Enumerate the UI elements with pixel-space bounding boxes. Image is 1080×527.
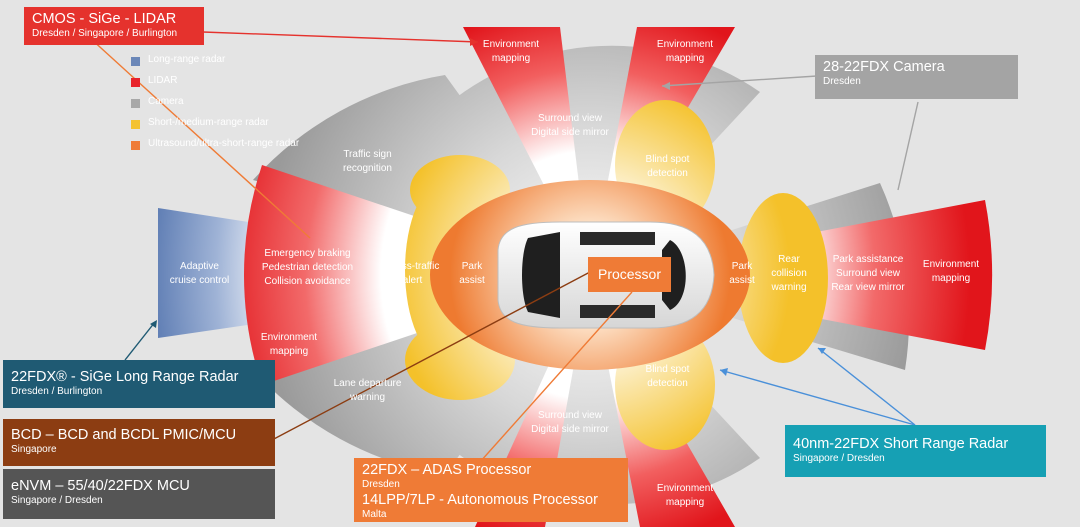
legend-swatch [131, 141, 140, 150]
callout-camera: 28-22FDX Camera Dresden [815, 55, 1018, 99]
zone-surround-bottom: Surround view Digital side mirror [531, 410, 609, 435]
zone-lane-departure: Lane departure warning [333, 378, 402, 403]
zone-park-assist-front: Park assist [459, 261, 485, 286]
zone-adaptive-cruise: Adaptive cruise control [169, 261, 230, 286]
legend-swatch [131, 120, 140, 129]
zone-env-top-right: Environment mapping [656, 39, 714, 64]
zone-surround-top: Surround view Digital side mirror [531, 113, 609, 138]
callout-title: CMOS - SiGe - LIDAR [32, 11, 177, 27]
zone-blind-spot-bottom: Blind spot detection [645, 364, 690, 389]
callout-title-2: 14LPP/7LP - Autonomous Processor [362, 492, 598, 508]
callout-title: 22FDX® - SiGe Long Range Radar [11, 369, 239, 385]
callout-subtitle: Singapore / Dresden [793, 453, 885, 464]
zone-rear-collision: Rear collision warning [771, 254, 807, 293]
zone-front-lidar: Emergency braking Pedestrian detection C… [261, 248, 354, 287]
callout-bcd-pmic: BCD – BCD and BCDL PMIC/MCU Singapore [3, 419, 275, 466]
callout-arrows [89, 31, 919, 463]
zone-blind-spot-top: Blind spot detection [645, 154, 690, 179]
zone-env-bottom: Environment mapping [656, 483, 714, 508]
legend-swatch [131, 78, 140, 87]
callout-envm-mcu: eNVM – 55/40/22FDX MCU Singapore / Dresd… [3, 469, 275, 519]
callout-adas-processor: 22FDX – ADAS Processor Dresden 14LPP/7LP… [354, 458, 628, 522]
zone-cross-traffic: Cross-traffic alert [385, 261, 440, 286]
callout-subtitle: Dresden [823, 76, 861, 87]
legend-label: LIDAR [148, 75, 178, 86]
callout-title: 28-22FDX Camera [823, 59, 945, 75]
legend-label: Long-range radar [148, 54, 226, 65]
legend-swatch [131, 57, 140, 66]
callout-subtitle: Dresden / Burlington [11, 386, 103, 397]
callout-title: 40nm-22FDX Short Range Radar [793, 436, 1009, 452]
callout-subtitle: Dresden [362, 479, 400, 490]
legend-swatch [131, 99, 140, 108]
callout-cmos-lidar: CMOS - SiGe - LIDAR Dresden / Singapore … [24, 7, 204, 45]
callout-title: BCD – BCD and BCDL PMIC/MCU [11, 427, 237, 443]
callout-subtitle: Singapore [11, 444, 57, 455]
callout-short-range-radar: 40nm-22FDX Short Range Radar Singapore /… [785, 425, 1046, 477]
legend-label: Ultrasound/ultra-short-range radar [148, 138, 300, 149]
callout-subtitle: Singapore / Dresden [11, 495, 103, 506]
zone-park-assist-rear: Park assist [729, 261, 755, 286]
zone-env-top-left: Environment mapping [482, 39, 540, 64]
zone-traffic-sign: Traffic sign recognition [343, 149, 392, 174]
callout-subtitle-2: Malta [362, 509, 387, 520]
zone-rear-camera: Park assistance Surround view Rear view … [831, 254, 905, 293]
processor-label: Processor [588, 257, 671, 292]
callout-title: 22FDX – ADAS Processor [362, 462, 532, 478]
legend-label: Camera [148, 96, 184, 107]
callout-fdx-long-range-radar: 22FDX® - SiGe Long Range Radar Dresden /… [3, 360, 275, 408]
legend-label: Short-/medium-range radar [148, 117, 269, 128]
callout-subtitle: Dresden / Singapore / Burlington [32, 28, 178, 39]
callout-title: eNVM – 55/40/22FDX MCU [11, 478, 190, 494]
zone-env-left: Environment mapping [260, 332, 318, 357]
zone-env-right: Environment mapping [922, 259, 980, 284]
